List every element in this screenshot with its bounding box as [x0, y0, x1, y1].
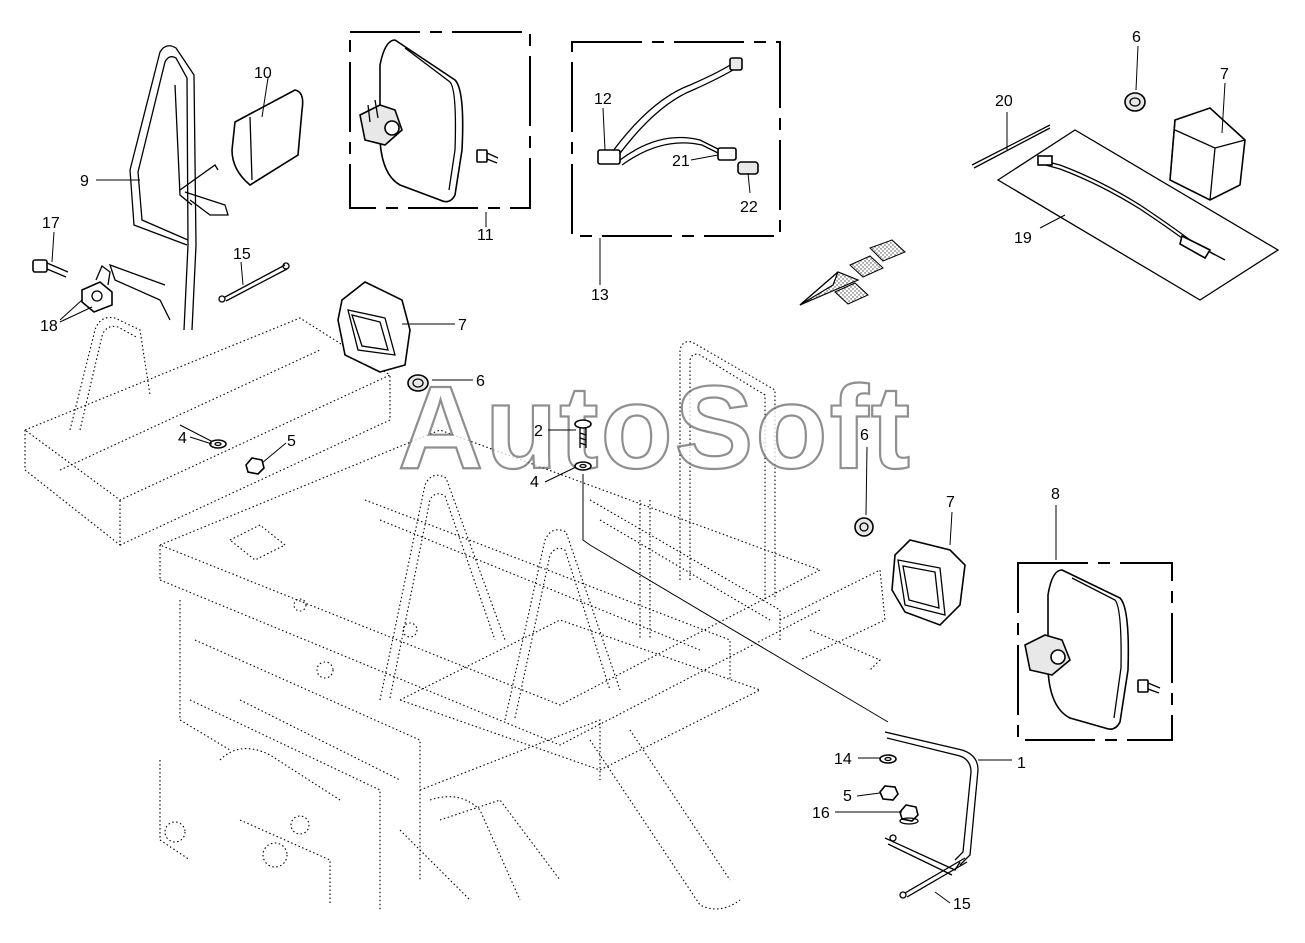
- callout-2: 2: [534, 423, 543, 440]
- mirror-bracket-part: [108, 45, 229, 331]
- wiring-harness-part: [571, 41, 781, 237]
- bolt-part: [32, 259, 69, 278]
- callout-7-center: 7: [458, 317, 467, 334]
- nut-part-right: [879, 785, 899, 801]
- callout-7-top: 7: [1220, 66, 1229, 83]
- callout-labels: 1 2 4 4 5 5 6 6 6 7 7 7 8 9 10 11 12 13 …: [40, 29, 1229, 913]
- lamp-bracket-part: [884, 731, 979, 876]
- bolt-part-center: [574, 419, 592, 448]
- nut-part-left: [245, 457, 265, 475]
- callout-19: 19: [1014, 230, 1032, 247]
- callout-4-left: 4: [178, 430, 187, 447]
- callout-5-right: 5: [843, 788, 852, 805]
- callout-18: 18: [40, 318, 58, 335]
- assembly-line-left: [179, 424, 216, 444]
- watermark-text: AutoSoft: [398, 362, 912, 494]
- callout-6-right: 6: [860, 427, 869, 444]
- washer-part-right: [879, 754, 897, 764]
- washer-part-center: [574, 461, 592, 471]
- gas-strut-part-bottom: [899, 857, 968, 899]
- callout-21: 21: [672, 153, 690, 170]
- work-lamp-part-right: [891, 539, 966, 626]
- callout-15-top: 15: [233, 246, 251, 263]
- washer-part-left: [209, 439, 227, 449]
- clamp-part: [81, 264, 113, 313]
- callout-15-bottom: 15: [953, 896, 971, 913]
- callout-17: 17: [42, 215, 60, 232]
- callout-22: 22: [740, 199, 758, 216]
- callout-7-right: 7: [946, 494, 955, 511]
- callout-8: 8: [1051, 486, 1060, 503]
- callout-10: 10: [254, 65, 272, 82]
- gas-strut-part-top: [218, 262, 290, 303]
- grommet-part-top: [1124, 92, 1146, 112]
- grommet-part-right: [854, 517, 874, 537]
- flange-nut-part-right: [899, 804, 919, 825]
- assembly-line-right: [582, 474, 889, 723]
- callout-4-center: 4: [530, 474, 539, 491]
- direction-arrow: [799, 239, 906, 306]
- grommet-part-center: [407, 374, 429, 392]
- callout-6-center: 6: [476, 373, 485, 390]
- callout-5-left: 5: [287, 433, 296, 450]
- callout-13: 13: [591, 287, 609, 304]
- callout-6-top: 6: [1132, 29, 1141, 46]
- callout-9: 9: [80, 173, 89, 190]
- work-lamp-part-top: [1169, 107, 1246, 201]
- callout-11: 11: [477, 227, 494, 244]
- callout-20: 20: [995, 93, 1013, 110]
- callout-1: 1: [1017, 755, 1026, 772]
- callout-16: 16: [812, 805, 830, 822]
- callout-12: 12: [594, 91, 612, 108]
- machine-frame: [23, 316, 886, 910]
- mirror-assembly-part: [349, 31, 531, 209]
- work-lamp-part-center: [337, 281, 411, 373]
- cable-kit-part: [971, 124, 1280, 301]
- mirror-cover-part: [231, 89, 304, 186]
- callout-14: 14: [834, 751, 852, 768]
- leader-lines: [51, 45, 1226, 904]
- mirror-assembly-part-right: [1017, 562, 1173, 741]
